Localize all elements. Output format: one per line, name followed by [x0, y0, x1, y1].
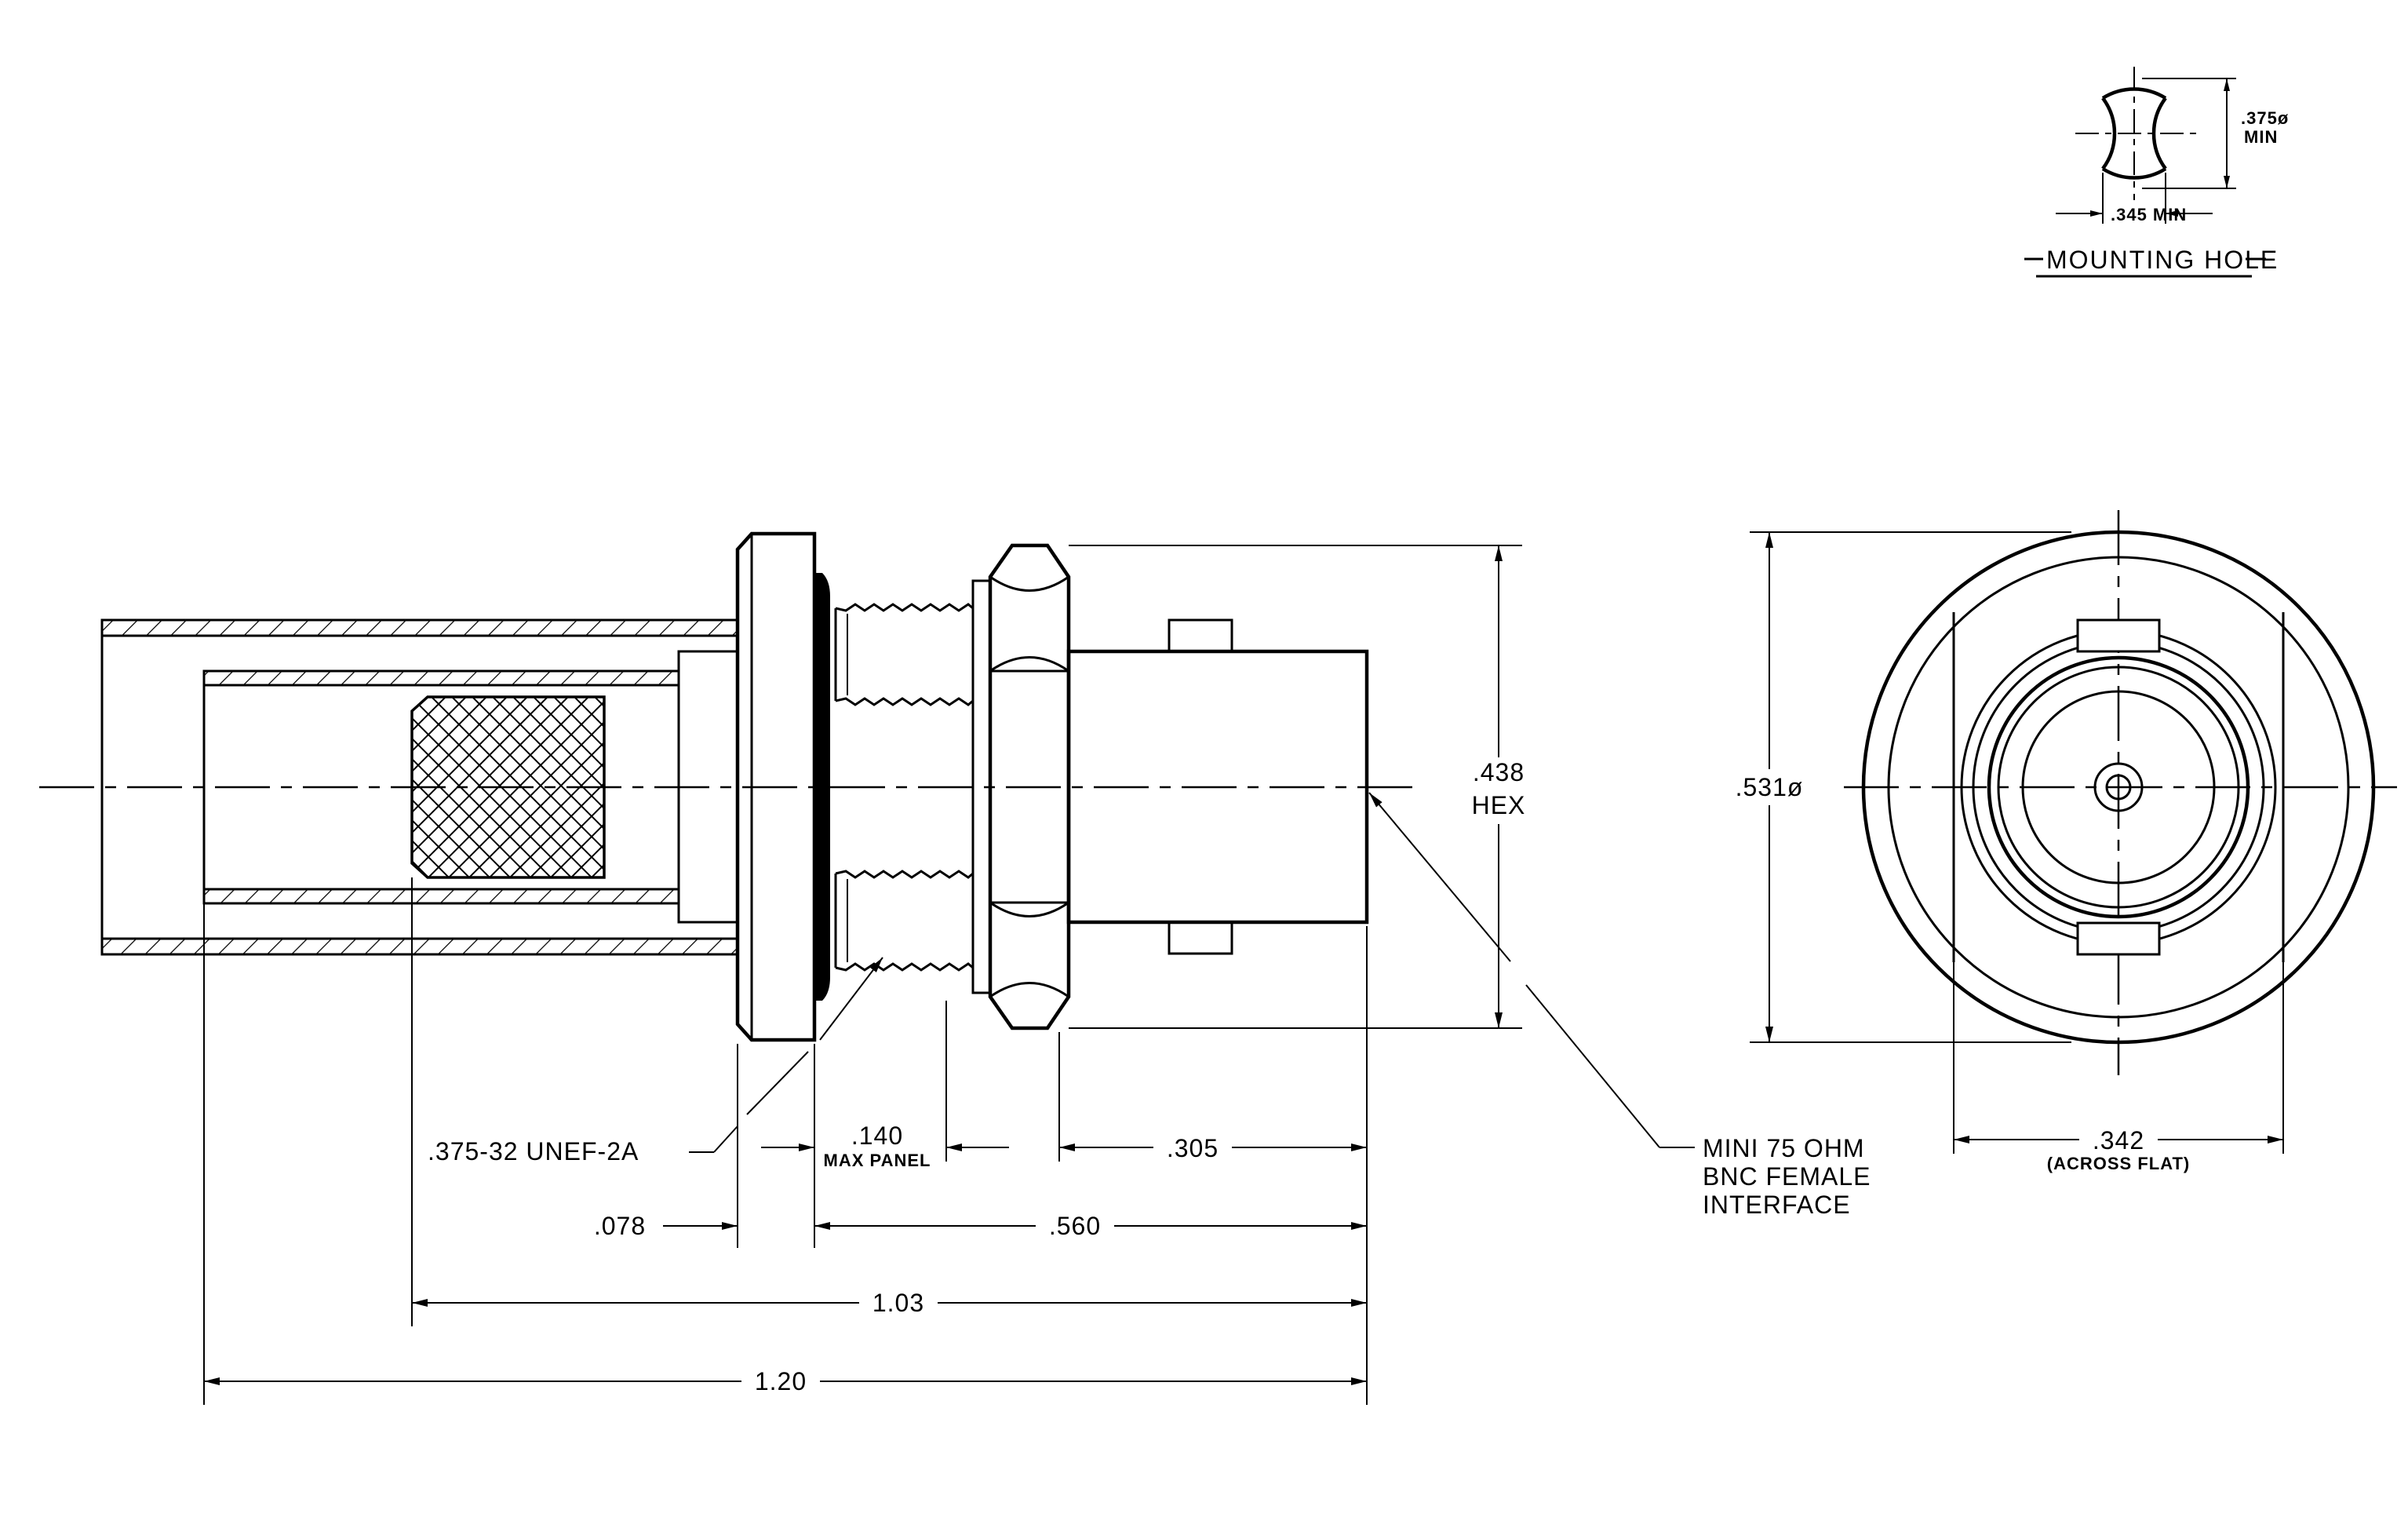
outer-circle: [1861, 530, 2376, 1045]
hex-dim-value: .438: [1473, 758, 1525, 786]
flange: [735, 531, 830, 1042]
dim-103: 1.03: [872, 1289, 924, 1317]
mounting-flat-value: .345 MIN: [2111, 205, 2187, 224]
center-contact: [2093, 762, 2144, 812]
panel-dim-value: .140: [851, 1122, 903, 1150]
interface-note-line1: MINI 75 OHM: [1703, 1134, 1865, 1162]
interface-note-line3: INTERFACE: [1703, 1191, 1851, 1219]
dim-120: 1.20: [755, 1367, 807, 1395]
knurled-insert: [410, 695, 606, 879]
end-view: .531ø .342 (ACROSS FLAT): [1722, 510, 2397, 1173]
hex-dim-label: HEX: [1472, 791, 1526, 819]
bayonet-stud-top: [1168, 618, 1233, 653]
mounting-hole-detail: .375ø MIN .345 MIN MOUNTING HOLE: [2024, 67, 2289, 278]
across-flat-value: .342: [2093, 1126, 2144, 1154]
dim-305: .305: [1167, 1134, 1219, 1162]
interface-leader: [1368, 792, 1511, 962]
interface-note-line2: BNC FEMALE: [1703, 1162, 1871, 1191]
panel-dim-label: MAX PANEL: [824, 1151, 931, 1170]
o-ring: [814, 573, 830, 1001]
body-dia-value: .531ø: [1736, 773, 1804, 801]
side-view: .438 HEX .375-32 UNEF-2A .140 MAX PANEL …: [39, 531, 1871, 1405]
thread-leader: [819, 957, 883, 1041]
hex-nut: [988, 543, 1071, 1030]
end-stud-bottom: [2076, 921, 2161, 956]
mounting-dia-value: .375ø: [2241, 108, 2289, 128]
end-stud-top: [2076, 618, 2161, 653]
bnc-outer-ring: [1987, 655, 2250, 919]
thread-top: [834, 603, 974, 706]
across-flat-label: (ACROSS FLAT): [2047, 1154, 2190, 1173]
dim-078: .078: [594, 1212, 646, 1240]
dim-560: .560: [1049, 1212, 1101, 1240]
bayonet-stud-bottom: [1168, 921, 1233, 955]
bnc-body: [1066, 618, 1369, 955]
mounting-dia-note: MIN: [2244, 127, 2278, 147]
thread-bottom: [834, 870, 974, 972]
mounting-hole-title: MOUNTING HOLE: [2046, 246, 2279, 274]
thread-callout: .375-32 UNEF-2A: [428, 1137, 639, 1165]
